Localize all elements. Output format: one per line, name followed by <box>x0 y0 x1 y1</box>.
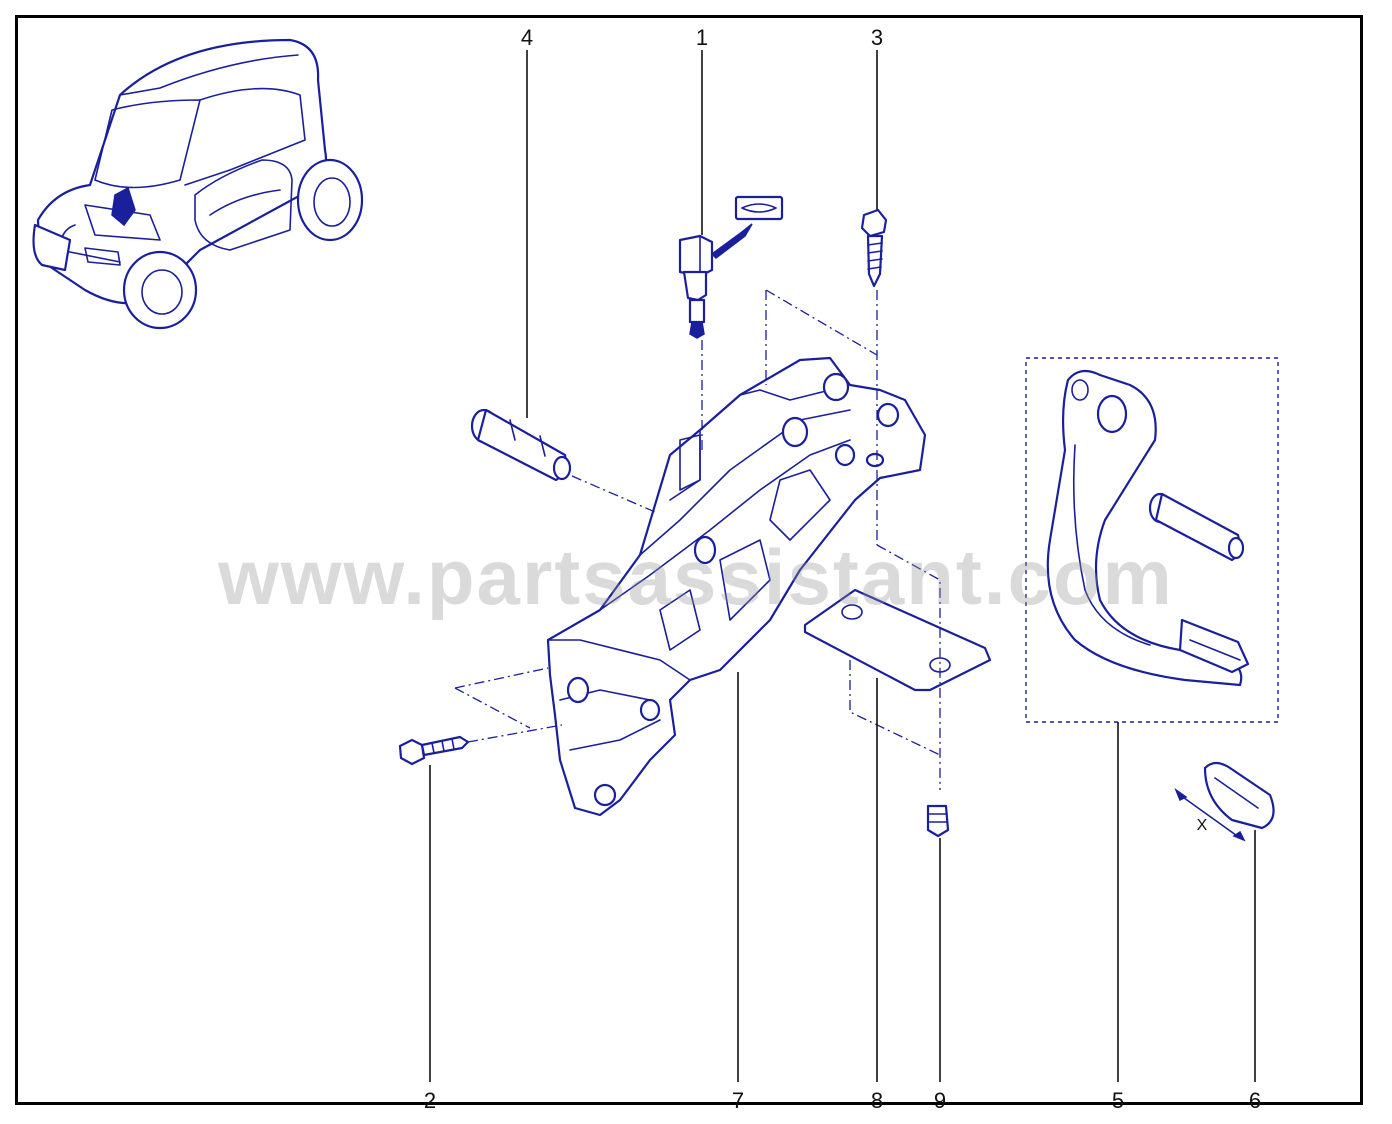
leader-lines <box>429 50 1256 1082</box>
callout-4: 4 <box>520 25 534 50</box>
dimension-label-x: X <box>1196 817 1208 834</box>
vehicle-thumbnail <box>32 38 364 330</box>
part-1-brake-switch <box>678 195 784 339</box>
callout-3: 3 <box>870 25 884 50</box>
callout-9: 9 <box>933 1088 947 1113</box>
assembly-axes <box>454 289 941 790</box>
callout-2: 2 <box>423 1088 437 1113</box>
callout-1: 1 <box>695 25 709 50</box>
callout-8: 8 <box>870 1088 884 1113</box>
part-5-pedal-arm <box>1046 369 1250 687</box>
callout-5: 5 <box>1111 1088 1125 1113</box>
part-5-assembly-box <box>1025 357 1279 723</box>
part-4-pivot-pin <box>470 408 572 482</box>
part-9-nut <box>926 804 950 838</box>
part-8-plate <box>803 588 992 692</box>
part-2-bolt <box>398 735 470 766</box>
part-7-pedal-bracket <box>546 356 927 817</box>
part-6-pedal-pad <box>1174 761 1275 842</box>
part-3-bolt <box>860 208 888 288</box>
callout-6: 6 <box>1248 1088 1262 1113</box>
callout-7: 7 <box>731 1088 745 1113</box>
